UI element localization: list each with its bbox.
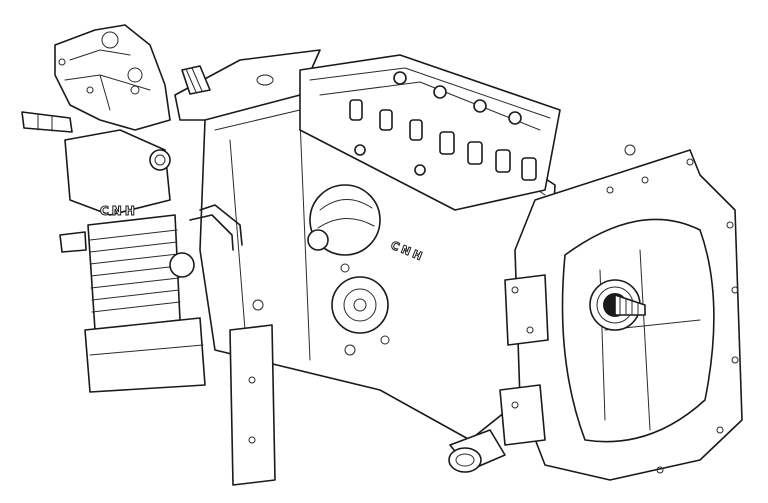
bell-housing	[499, 144, 743, 481]
input-shaft	[589, 279, 646, 331]
pump-assembly: CNH	[21, 24, 206, 393]
drain-fitting	[448, 429, 506, 473]
solenoid-row	[349, 71, 537, 181]
cnh-marking-rear: CNH	[100, 204, 138, 218]
valve-manifold	[299, 54, 561, 211]
